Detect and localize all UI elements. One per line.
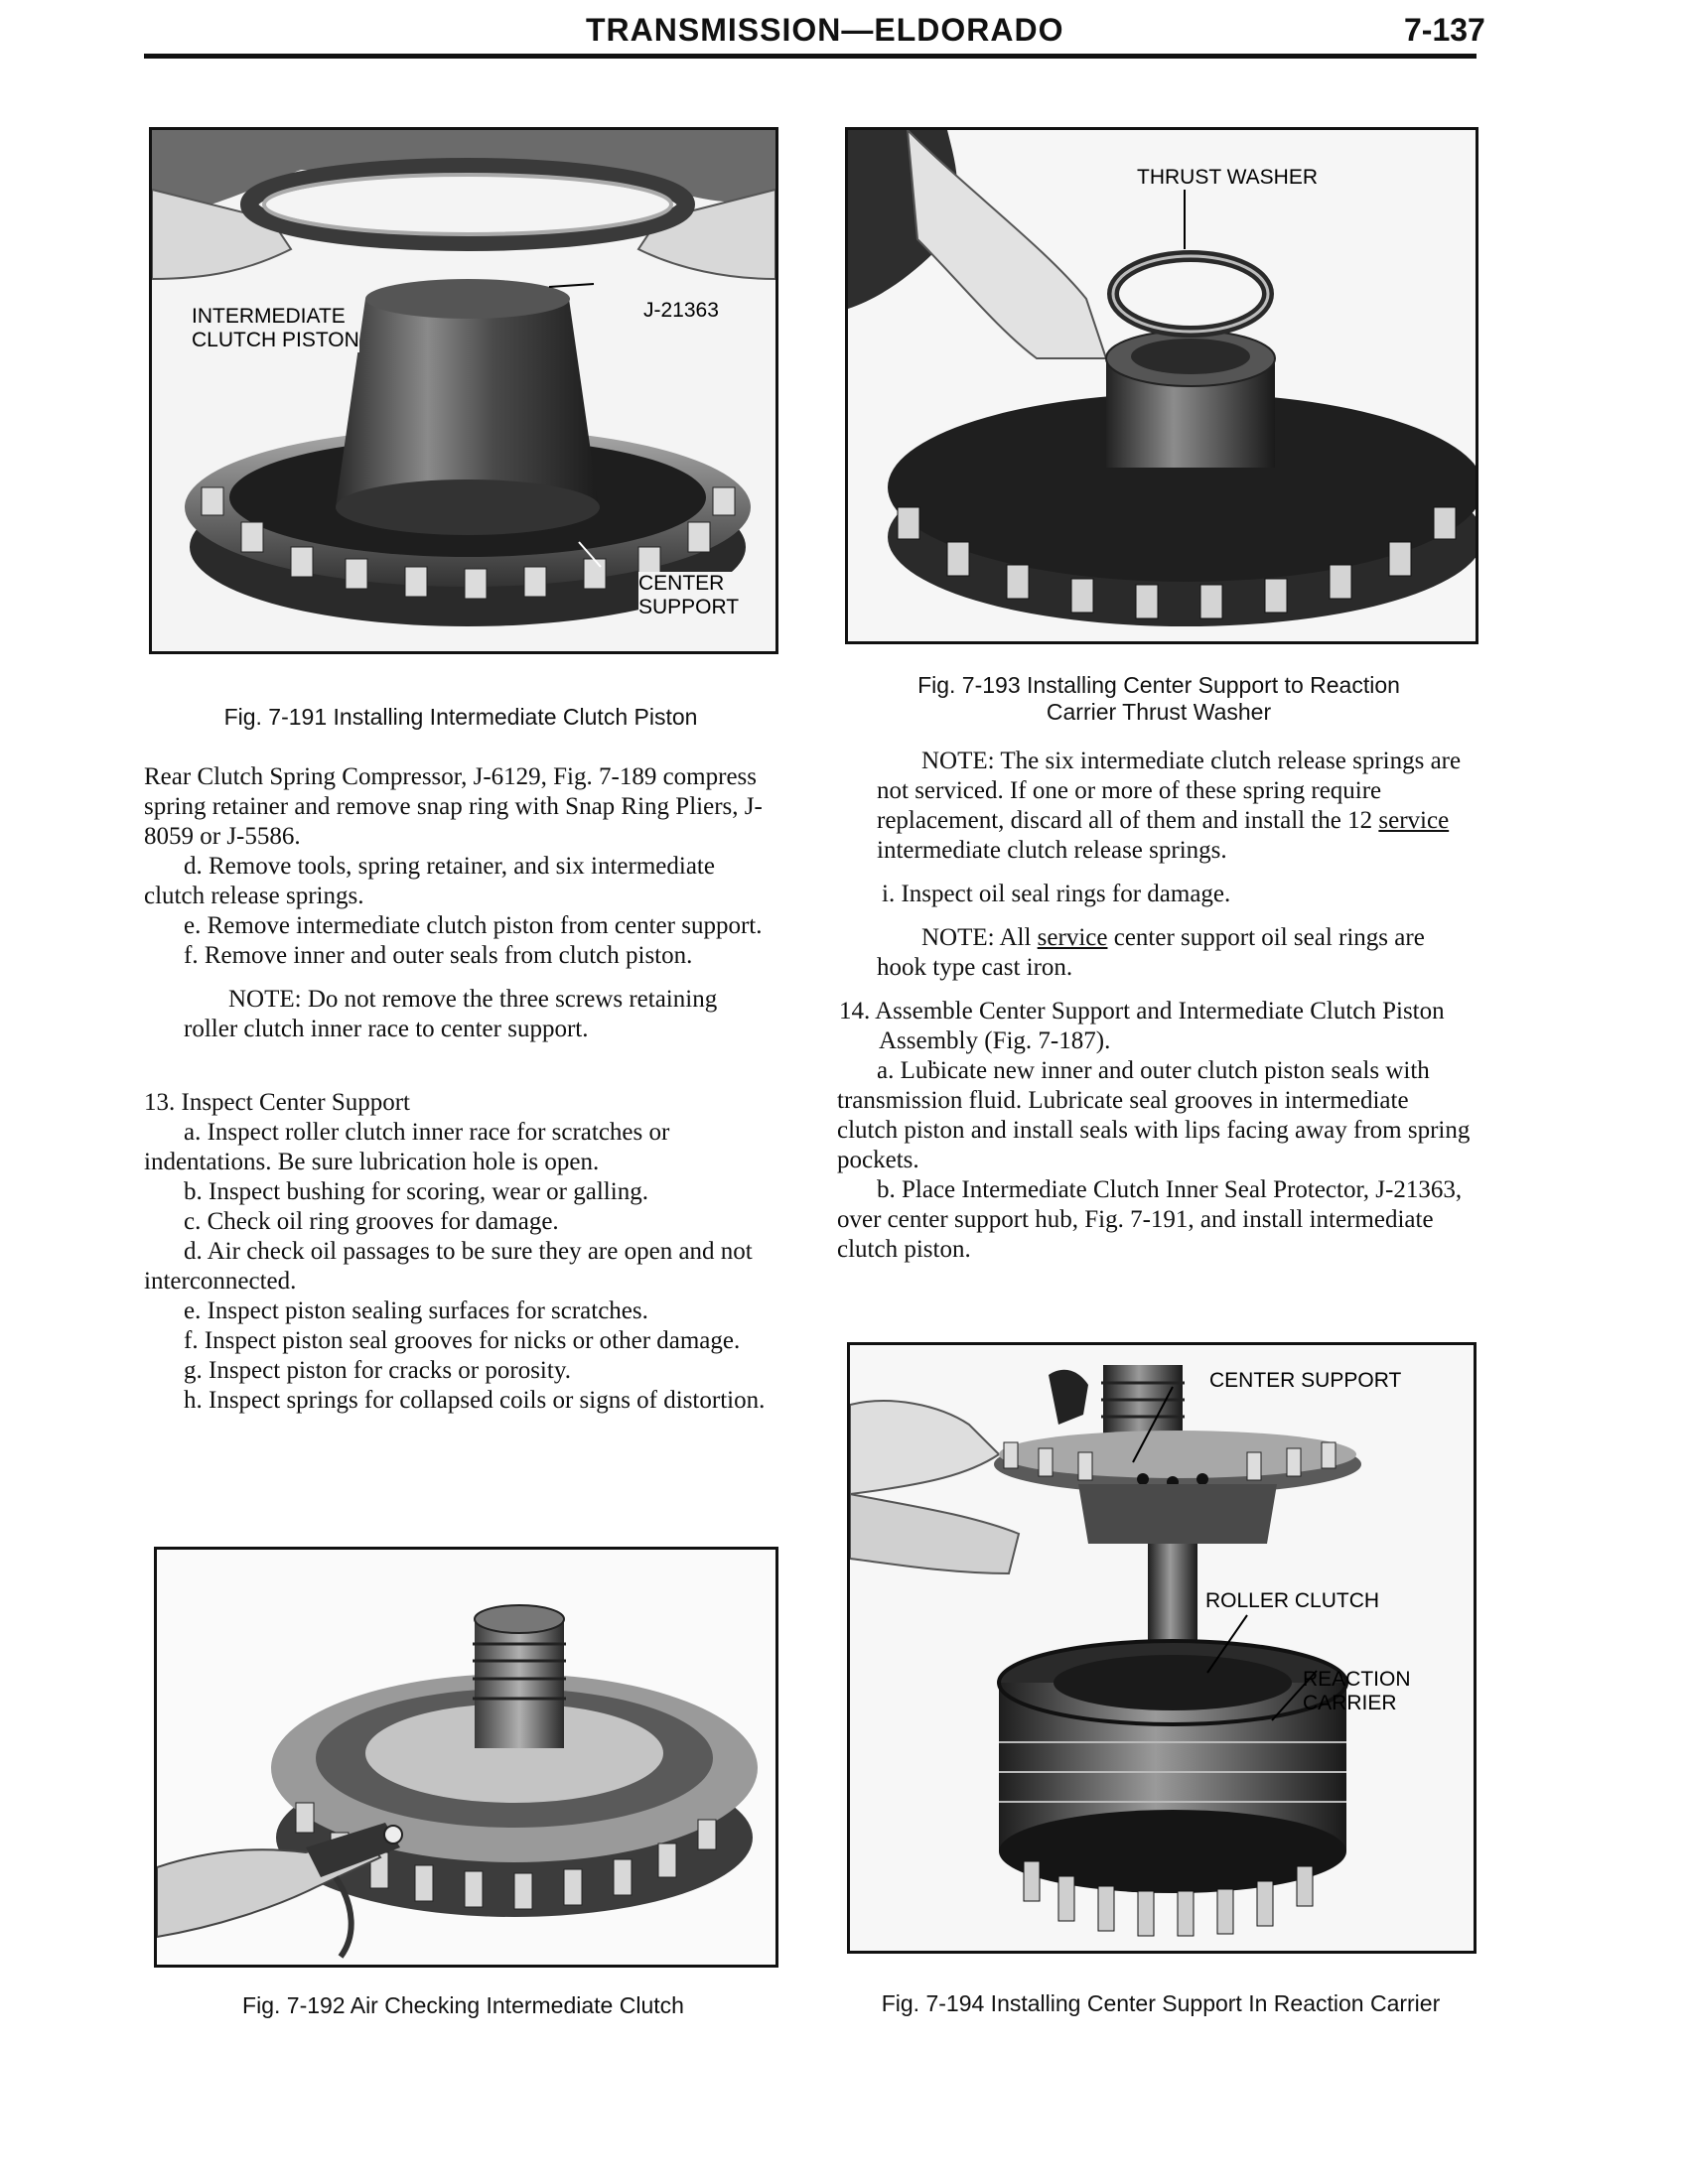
figure-7-192-caption: Fig. 7-192 Air Checking Intermediate Clu… xyxy=(242,1992,684,2018)
left-text-column: Rear Clutch Spring Compressor, J-6129, F… xyxy=(144,762,772,1416)
figure-7-192-photo xyxy=(154,1547,778,1968)
callout-j-21363: J-21363 xyxy=(643,299,719,322)
figure-7-194-photo: CENTER SUPPORT ROLLER CLUTCH REACTION CA… xyxy=(847,1342,1477,1954)
figure-7-193-caption: Fig. 7-193 Installing Center Support to … xyxy=(917,672,1400,725)
callout-thrust-washer: THRUST WASHER xyxy=(1137,166,1319,189)
step-14a: a. Luḃicate new inner and outer clutch … xyxy=(837,1057,1471,1173)
callout-center-support: CENTER SUPPORT xyxy=(1209,1369,1402,1392)
step-13b: b. Inspect bushing for scoring, wear or … xyxy=(184,1178,648,1205)
step-d-remove-tools: d. Remove tools, spring retainer, and si… xyxy=(144,853,715,909)
callout-reaction-carrier: REACTION CARRIER xyxy=(1303,1668,1411,1714)
step-13h: h. Inspect springs for collapsed coils o… xyxy=(184,1387,766,1414)
step-13f: f. Inspect piston seal grooves for nicks… xyxy=(184,1327,741,1354)
callout-roller-clutch: ROLLER CLUTCH xyxy=(1205,1589,1380,1612)
figure-7-194-caption: Fig. 7-194 Installing Center Support In … xyxy=(881,1990,1441,2016)
step-13c: c. Check oil ring grooves for damage. xyxy=(184,1208,559,1235)
callout-intermediate-clutch-piston: INTERMEDIATE CLUTCH PISTON xyxy=(192,305,359,352)
step-13e: e. Inspect piston sealing surfaces for s… xyxy=(184,1297,648,1324)
callout-center-support: CENTER SUPPORT xyxy=(638,572,740,619)
page-header-title: TRANSMISSION—ELDORADO xyxy=(586,12,1064,48)
figure-7-193-photo: THRUST WASHER xyxy=(845,127,1478,644)
note-roller-clutch-screws: NOTE: Do not remove the three screws ret… xyxy=(184,986,718,1042)
step-14b: b. Place Intermediate Clutch Inner Seal … xyxy=(837,1176,1463,1263)
paragraph-compressor: Rear Clutch Spring Compressor, J-6129, F… xyxy=(144,763,763,850)
page-number: 7-137 xyxy=(1404,12,1485,48)
figure-7-191-caption: Fig. 7-191 Installing Intermediate Clutc… xyxy=(223,704,698,730)
right-text-column: NOTE: The six intermediate clutch releas… xyxy=(837,747,1473,1265)
heading-13-inspect-center-support: 13. Inspect Center Support xyxy=(144,1089,411,1116)
figure-7-191-photo: INTERMEDIATE CLUTCH PISTON J-21363 CENTE… xyxy=(149,127,778,654)
header-rule xyxy=(144,54,1477,59)
step-13g: g. Inspect piston for cracks or porosity… xyxy=(184,1357,571,1384)
note-cast-iron-rings: NOTE: All service center support oil sea… xyxy=(877,924,1425,981)
heading-14-assemble-center-support: 14. Assemble Center Support and Intermed… xyxy=(839,998,1445,1054)
step-e-remove-piston: e. Remove intermediate clutch piston fro… xyxy=(184,912,763,939)
step-13d: d. Air check oil passages to be sure the… xyxy=(144,1238,753,1295)
step-i-inspect-oil-seal-rings: i. Inspect oil seal rings for damage. xyxy=(882,881,1231,907)
step-f-remove-seals: f. Remove inner and outer seals from clu… xyxy=(184,942,693,969)
thrust-washer-illustration xyxy=(848,130,1476,641)
reaction-carrier-illustration xyxy=(850,1345,1474,1951)
note-release-springs: NOTE: The six intermediate clutch releas… xyxy=(877,748,1462,864)
clutch-piston-illustration xyxy=(152,130,775,651)
air-check-illustration xyxy=(157,1550,775,1965)
step-13a: a. Inspect roller clutch inner race for … xyxy=(144,1119,670,1175)
